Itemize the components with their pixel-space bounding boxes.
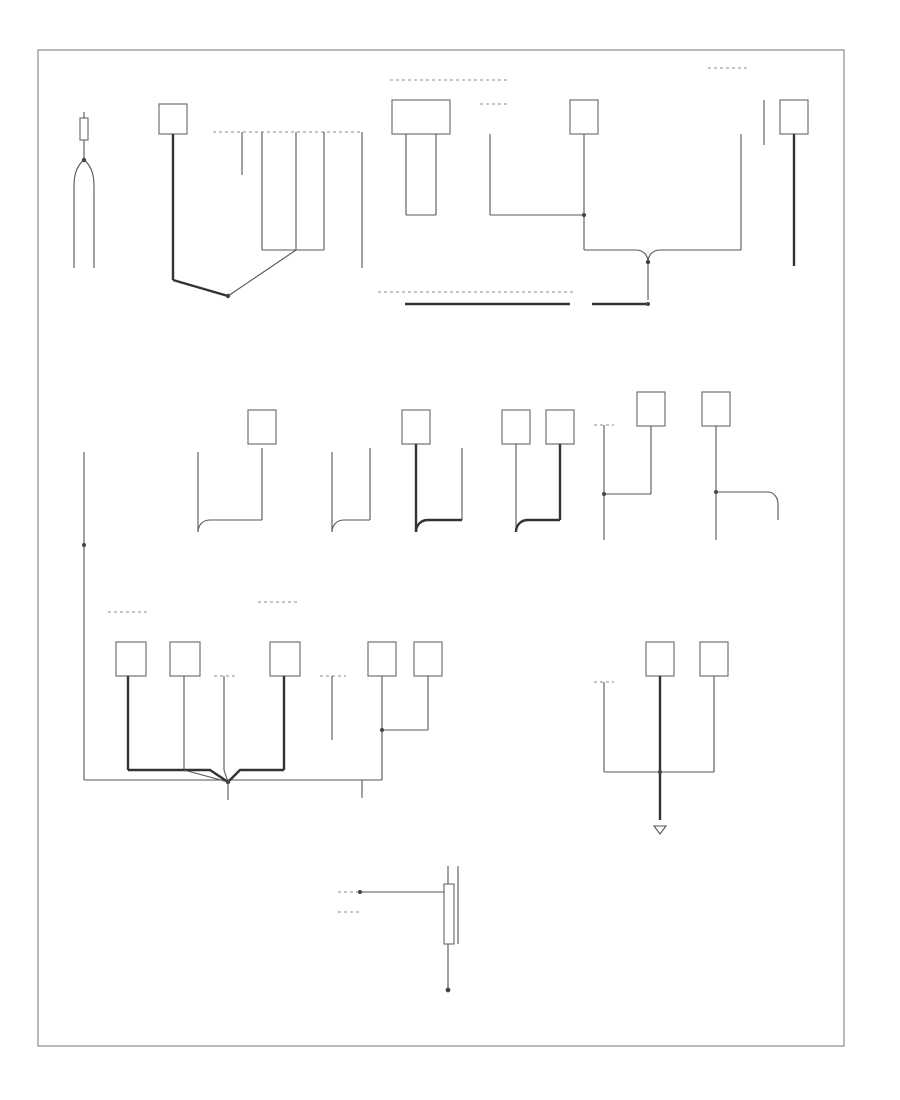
component-mid-1 (197, 409, 277, 533)
lower-bus (84, 768, 382, 800)
component-mid-3 (401, 409, 463, 533)
section-middle (82, 391, 779, 780)
diagram-frame (37, 49, 845, 1047)
component-mid-2 (331, 448, 371, 533)
figure-reference-mark (46, 1036, 47, 1042)
module-top-5 (647, 67, 765, 263)
section-bottom-splice (338, 866, 459, 993)
module-top-6 (779, 99, 809, 266)
lower-right-components (594, 641, 729, 835)
module-top-3 (480, 103, 584, 216)
module-top-1 (158, 103, 229, 298)
module-top-4 (569, 99, 649, 263)
junction-group-top (213, 131, 363, 299)
splice-top-bottom (378, 259, 651, 306)
lower-center-components (367, 641, 443, 780)
component-mid-4 (501, 409, 575, 533)
module-top-2 (390, 79, 508, 216)
branch-mid-long (82, 452, 86, 780)
component-mid-6 (701, 391, 779, 540)
lower-left-components (115, 641, 346, 770)
section-top (73, 67, 809, 306)
battery-ground-circuit (73, 112, 95, 268)
section-lower (84, 601, 729, 835)
component-mid-5 (594, 391, 666, 540)
